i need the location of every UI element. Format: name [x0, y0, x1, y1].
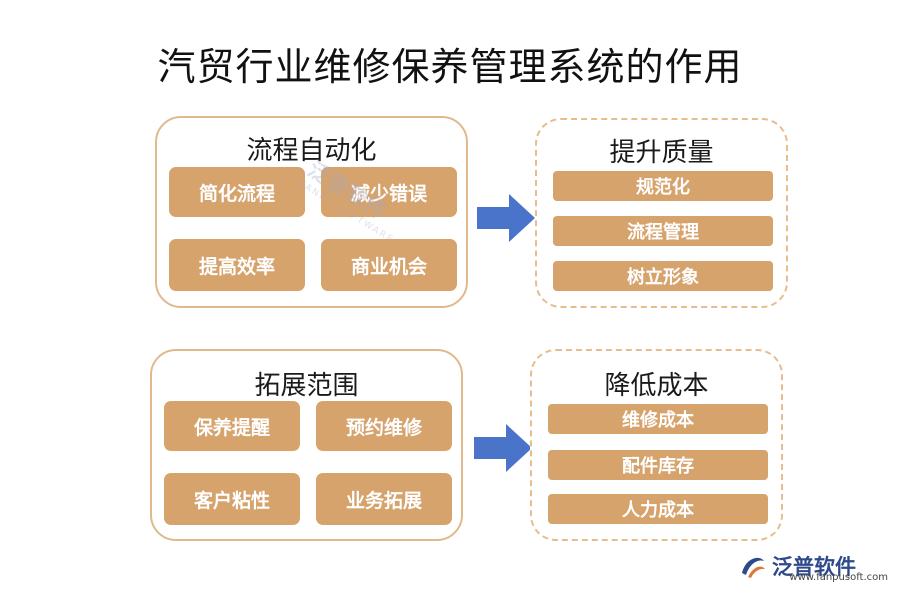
group-expansion-title: 拓展范围	[254, 371, 359, 401]
group-automation: 流程自动化 简化流程 减少错误 提高效率 商业机会	[155, 116, 468, 308]
box-reduce-errors: 减少错误	[321, 167, 457, 217]
box-simplify-process: 简化流程	[169, 167, 305, 217]
bar-standardization: 规范化	[553, 171, 773, 201]
arrow-right-icon	[477, 194, 535, 242]
bar-parts-inventory: 配件库存	[548, 450, 768, 480]
logo-text: 泛普软件	[772, 555, 856, 579]
group-cost-title: 降低成本	[604, 371, 709, 401]
group-quality-title: 提升质量	[609, 138, 714, 168]
arrow-right-icon	[474, 424, 532, 472]
diagram-title: 汽贸行业维修保养管理系统的作用	[157, 45, 743, 89]
bar-repair-cost: 维修成本	[548, 404, 768, 434]
bar-build-image: 树立形象	[553, 261, 773, 291]
box-customer-stickiness: 客户粘性	[164, 473, 300, 525]
bar-process-management: 流程管理	[553, 216, 773, 246]
box-business-opportunity: 商业机会	[321, 239, 457, 291]
group-quality: 提升质量 规范化 流程管理 树立形象	[535, 118, 788, 308]
bar-labor-cost: 人力成本	[548, 494, 768, 524]
box-repair-appointment: 预约维修	[316, 401, 452, 451]
group-automation-title: 流程自动化	[246, 136, 377, 166]
box-maintenance-reminder: 保养提醒	[164, 401, 300, 451]
group-cost: 降低成本 维修成本 配件库存 人力成本	[530, 349, 783, 541]
box-improve-efficiency: 提高效率	[169, 239, 305, 291]
brand-logo: 泛普软件 www.fanpusoft.com	[738, 546, 888, 586]
logo-url: www.fanpusoft.com	[789, 572, 888, 583]
box-business-expansion: 业务拓展	[316, 473, 452, 525]
fanpu-logo-icon	[742, 557, 765, 578]
group-expansion: 拓展范围 保养提醒 预约维修 客户粘性 业务拓展	[150, 349, 463, 541]
